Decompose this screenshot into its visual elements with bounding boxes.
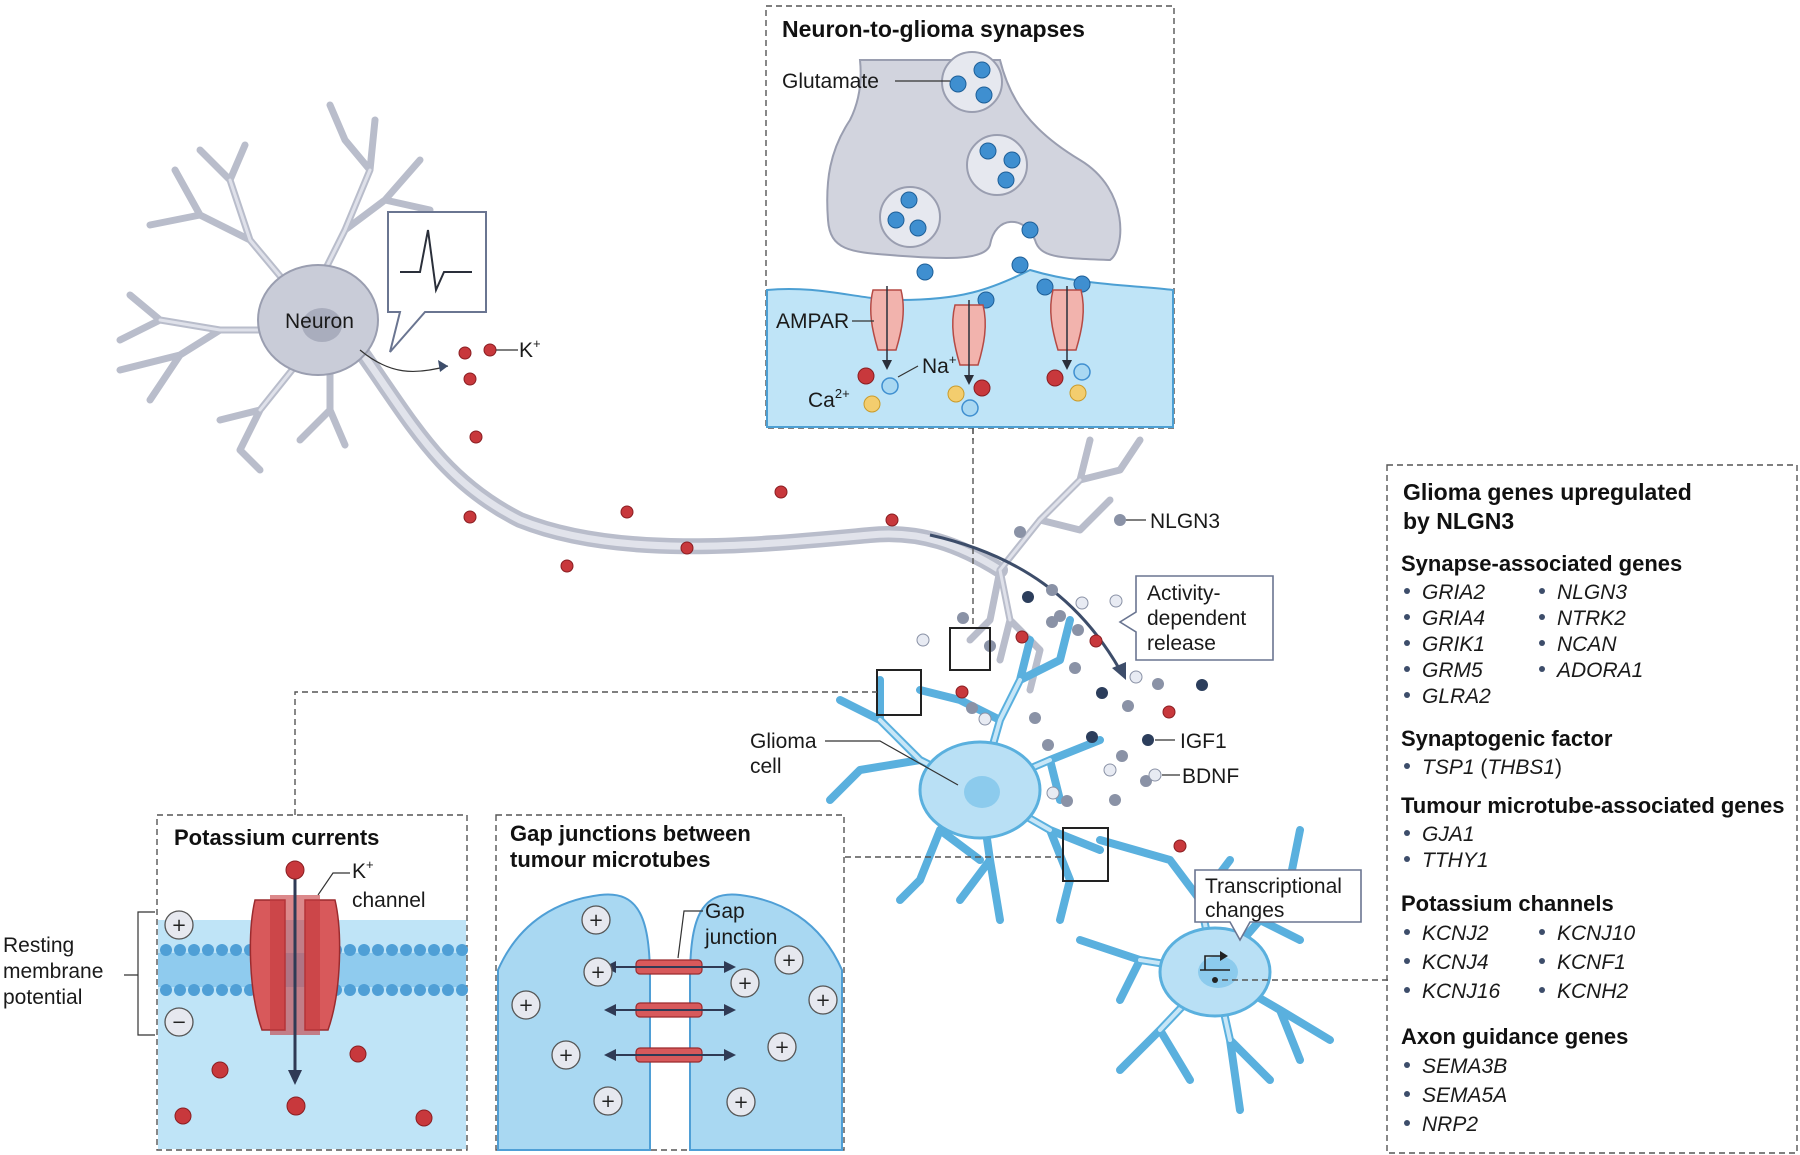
gene-item: NCAN	[1557, 633, 1617, 656]
gene-item: TSP1	[1422, 756, 1475, 779]
synapse-panel: Neuron-to-glioma synapses Glutamate AMPA…	[765, 5, 1175, 429]
channel-word-label: channel	[352, 889, 426, 912]
genes-panel: Glioma genes upregulated by NLGN3 Synaps…	[1386, 464, 1798, 1154]
gene-item: KCNJ16	[1422, 980, 1501, 1003]
gene-group-heading: Potassium channels	[1401, 891, 1614, 916]
neuron-k-label: K	[519, 339, 533, 362]
glioma-label-line-1: Glioma	[750, 730, 817, 753]
gene-item: SEMA3B	[1422, 1055, 1507, 1078]
zoom-square-gap	[1062, 827, 1109, 882]
svg-text:+: +	[600, 1091, 615, 1112]
action-potential-callout	[387, 211, 487, 353]
gene-item: GRIK1	[1422, 633, 1485, 656]
gap-label-line-2: junction	[704, 926, 777, 949]
glioma-label-line-2: cell	[750, 755, 782, 778]
gene-item: TTHY1	[1422, 849, 1489, 872]
nlgn3-label: NLGN3	[1150, 510, 1220, 533]
svg-text:+: +	[518, 995, 533, 1016]
activity-line-1: Activity-	[1147, 582, 1221, 605]
gene-item: KCNJ10	[1557, 922, 1636, 945]
gene-item: SEMA5A	[1422, 1084, 1507, 1107]
bdnf-label: BDNF	[1182, 765, 1239, 788]
svg-text:+: +	[815, 990, 830, 1011]
svg-text:+: +	[588, 910, 603, 931]
zoom-square-synapse	[949, 627, 991, 671]
gap-panel-title-line-2: tumour microtubes	[510, 847, 710, 872]
neuron-label: Neuron	[285, 310, 354, 333]
svg-text:+: +	[590, 962, 605, 983]
resting-line-3: potential	[3, 986, 82, 1009]
genes-panel-title-line-2: by NLGN3	[1403, 508, 1514, 534]
gene-list: GRIA2 GRIA4 GRIK1 GRM5 GLRA2 NLGN3 NTRK2…	[1404, 581, 1643, 708]
glioma-cell-main	[826, 616, 1104, 924]
svg-text:+: +	[774, 1037, 789, 1058]
svg-text:+: +	[737, 973, 752, 994]
resting-line-1: Resting	[3, 934, 74, 957]
gene-item-alias: THBS1	[1487, 756, 1555, 779]
potassium-panel-title: Potassium currents	[174, 825, 379, 850]
potassium-channel	[249, 878, 341, 1085]
svg-text:K+: K+	[519, 336, 541, 362]
activity-release-callout: Activity- dependent release	[1118, 575, 1274, 661]
ampar-channel-3	[1050, 286, 1084, 370]
gap-panel-title-line-1: Gap junctions between	[510, 821, 751, 846]
svg-text:+: +	[558, 1045, 573, 1066]
activity-line-3: release	[1147, 632, 1216, 655]
activity-dependent-release	[916, 514, 1208, 853]
gap-charges: + + + + + + + + + +	[511, 905, 838, 1117]
ampar-label: AMPAR	[776, 310, 849, 333]
na-label: Na	[922, 355, 949, 378]
potassium-plus-symbol: +	[171, 915, 186, 936]
gene-item: ADORA1	[1555, 659, 1643, 682]
svg-text:+: +	[781, 950, 796, 971]
potassium-panel: + − Potassium currents K+ channel	[156, 814, 468, 1151]
gene-item: KCNJ2	[1422, 922, 1489, 945]
ampar-channel-1	[870, 286, 904, 370]
synapse-panel-title: Neuron-to-glioma synapses	[782, 16, 1085, 42]
gene-group-heading: Tumour microtube-associated genes	[1401, 793, 1784, 818]
resting-line-2: membrane	[3, 960, 103, 983]
gap-junction-panel: + + + + + + + + + + Gap junctions betwee…	[495, 814, 845, 1151]
gene-item: KCNF1	[1557, 951, 1626, 974]
ampar-channel-2	[952, 300, 986, 385]
transcription-callout: Transcriptional changes	[1194, 869, 1362, 942]
gene-item: GRIA4	[1422, 607, 1485, 630]
gene-group-heading: Synaptogenic factor	[1401, 726, 1613, 751]
gene-group-heading: Axon guidance genes	[1401, 1024, 1628, 1049]
channel-k-label: K	[352, 860, 366, 883]
svg-text:+: +	[733, 1092, 748, 1113]
resting-potential-label: Resting membrane potential	[3, 911, 155, 1036]
gene-item: NLGN3	[1557, 581, 1627, 604]
svg-text:TSP1 (THBS1): TSP1 (THBS1)	[1422, 756, 1562, 779]
svg-text:K+: K+	[352, 857, 374, 883]
gene-item: GRM5	[1422, 659, 1483, 682]
transcription-line-1: Transcriptional	[1205, 875, 1342, 898]
neuron-potassium-efflux: K+	[359, 336, 899, 573]
glutamate-label: Glutamate	[782, 70, 879, 93]
activity-line-2: dependent	[1147, 607, 1246, 630]
gene-item: GLRA2	[1422, 685, 1491, 708]
potassium-minus-symbol: −	[171, 1012, 186, 1033]
svg-text:Ca2+: Ca2+	[808, 386, 850, 412]
gene-item: NRP2	[1422, 1113, 1478, 1136]
gene-item: KCNH2	[1557, 980, 1629, 1003]
neuron: Neuron	[116, 101, 1144, 694]
igf1-label: IGF1	[1180, 730, 1227, 753]
gene-item: NTRK2	[1557, 607, 1626, 630]
genes-panel-title-line-1: Glioma genes upregulated	[1403, 479, 1692, 505]
gene-group-heading: Synapse-associated genes	[1401, 551, 1682, 576]
gene-item: KCNJ4	[1422, 951, 1489, 974]
svg-text:Na+: Na+	[922, 352, 956, 378]
gene-item: GJA1	[1422, 823, 1475, 846]
transcription-line-2: changes	[1205, 899, 1284, 922]
ca-label: Ca	[808, 389, 835, 412]
gap-label-line-1: Gap	[705, 900, 745, 923]
gene-item: GRIA2	[1422, 581, 1485, 604]
